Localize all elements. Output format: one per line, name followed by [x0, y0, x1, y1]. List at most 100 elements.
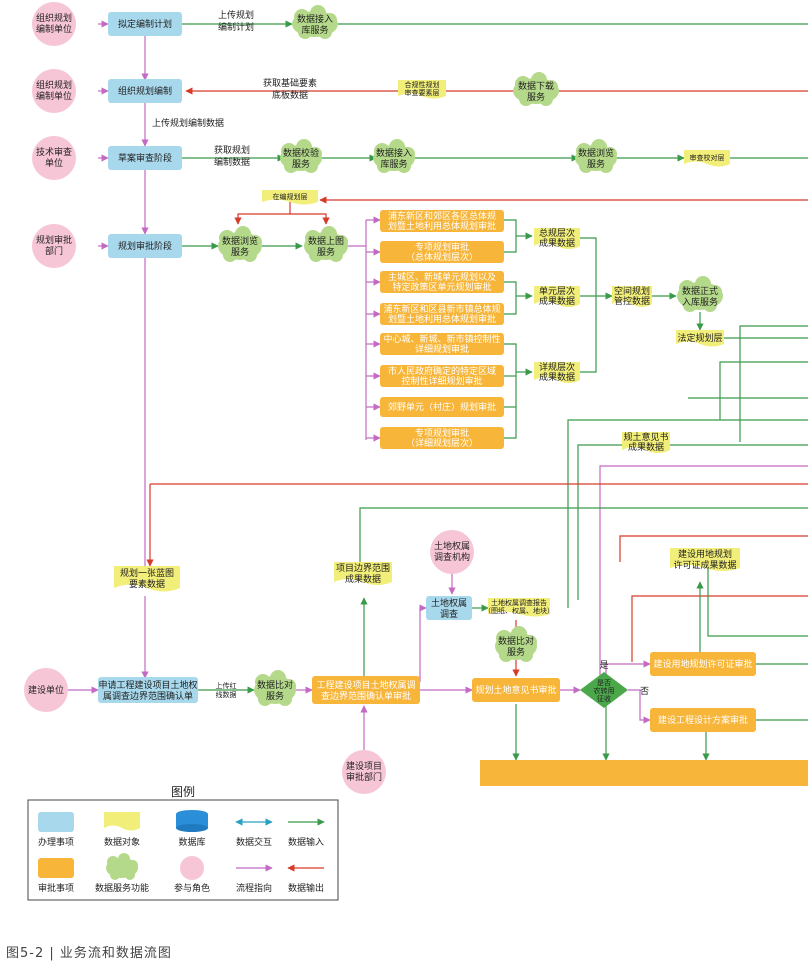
legend-title: 图例 — [171, 785, 195, 799]
svg-text:（详细规划层次）: （详细规划层次） — [406, 437, 478, 449]
approval-a1: 浦东新区和郊区各区总体规 划暨土地利用总体规划审批 — [380, 210, 504, 232]
svg-text:空间规划: 空间规划 — [614, 285, 650, 297]
svg-text:技术审查: 技术审查 — [36, 146, 72, 158]
flow-diagram: 组织规划 编制单位 组织规划 编制单位 技术审查 单位 规划审批 部门 土地权属… — [24, 2, 808, 901]
svg-text:项目边界范围: 项目边界范围 — [336, 562, 390, 574]
decision-diamond: 是否 农转用 征收 — [580, 672, 628, 708]
svg-text:审查要素层: 审查要素层 — [405, 88, 440, 97]
approval-a5: 中心城、新城、新市镇控制性 详细规划审批 — [380, 333, 504, 355]
approval-a7: 郊野单元（村庄）规划审批 — [380, 397, 504, 417]
legend-task: 办理事项 — [38, 812, 74, 848]
svg-text:建设用地规划许可证审批: 建设用地规划许可证审批 — [653, 658, 752, 670]
service-s5: 数据浏览 服务 — [575, 139, 617, 173]
svg-text:专项规划审批: 专项规划审批 — [415, 241, 469, 253]
approval-a4: 浦东新区和区县新市镇总体规 划暨土地利用总体规划审批 — [380, 303, 504, 325]
legend-object: 数据对象 — [104, 812, 140, 848]
figure-caption: 图5-2 | 业务流和数据流图 — [6, 946, 172, 961]
object-o7: 合规性规划 审查要素层 — [398, 80, 446, 99]
svg-text:（总体规划层次）: （总体规划层次） — [406, 251, 478, 263]
object-o6: 在编规划层 — [262, 190, 318, 205]
svg-text:规划审批: 规划审批 — [36, 234, 72, 246]
svg-text:数据下载: 数据下载 — [518, 80, 554, 92]
svg-text:参与角色: 参与角色 — [174, 882, 210, 894]
object-o8: 审查校对层 — [684, 150, 730, 167]
approval-a11: 建设用地规划许可证审批 — [650, 652, 756, 676]
data-objects: 总规层次 成果数据 单元层次 成果数据 详规层次 成果数据 空间规划 管控数据 … — [114, 80, 740, 617]
svg-text:许可证成果数据: 许可证成果数据 — [673, 559, 736, 571]
svg-text:库服务: 库服务 — [380, 158, 407, 170]
role-r6: 建设单位 — [24, 668, 68, 712]
svg-text:编制单位: 编制单位 — [36, 23, 72, 35]
roles: 组织规划 编制单位 组织规划 编制单位 技术审查 单位 规划审批 部门 土地权属… — [24, 2, 474, 794]
svg-text:是否: 是否 — [597, 679, 611, 687]
approvals: 浦东新区和郊区各区总体规 划暨土地利用总体规划审批 专项规划审批 （总体规划层次… — [312, 210, 808, 786]
svg-text:数据服务功能: 数据服务功能 — [95, 882, 149, 894]
task-t2: 组织规划编制 — [108, 79, 182, 103]
svg-text:划暨土地利用总体规划审批: 划暨土地利用总体规划审批 — [388, 313, 496, 325]
svg-text:编制计划: 编制计划 — [218, 21, 254, 33]
svg-text:农转用: 农转用 — [594, 686, 615, 695]
svg-text:浦东新区和区县新市镇总体规: 浦东新区和区县新市镇总体规 — [383, 303, 500, 315]
svg-text:申请工程建设项目土地权: 申请工程建设项目土地权 — [98, 679, 197, 691]
task-t5: 土地权属 调查 — [426, 596, 472, 620]
task-t6: 申请工程建设项目土地权 属调查边界范围确认单 — [98, 677, 198, 703]
svg-text:单位: 单位 — [45, 157, 63, 169]
svg-text:组织规划: 组织规划 — [36, 79, 72, 91]
service-s7: 数据上图 服务 — [304, 226, 348, 262]
svg-text:控制性详细规划审批: 控制性详细规划审批 — [401, 375, 482, 387]
service-s8: 数据正式 入库服务 — [677, 276, 723, 312]
approval-a8: 专项规划审批 （详细规划层次） — [380, 427, 504, 449]
approval-a2: 专项规划审批 （总体规划层次） — [380, 241, 504, 263]
svg-text:服务: 服务 — [527, 91, 545, 103]
service-s9: 数据比对 服务 — [254, 670, 296, 706]
svg-text:数据库: 数据库 — [178, 836, 205, 848]
object-o10: 项目边界范围 成果数据 — [334, 562, 392, 585]
svg-text:获取基础要素: 获取基础要素 — [263, 77, 317, 89]
task-t4: 规划审批阶段 — [108, 234, 182, 258]
svg-text:数据接入: 数据接入 — [376, 147, 412, 159]
svg-text:服务: 服务 — [507, 646, 525, 658]
role-r1: 组织规划 编制单位 — [32, 2, 76, 46]
approval-a12: 建设工程设计方案审批 — [650, 708, 756, 732]
svg-text:部门: 部门 — [45, 245, 63, 257]
task-t1: 拟定编制计划 — [108, 12, 182, 36]
svg-text:获取规划: 获取规划 — [214, 144, 250, 156]
svg-text:审批事项: 审批事项 — [38, 882, 74, 894]
object-o11: 规划一张蓝图 要素数据 — [114, 566, 180, 592]
svg-text:查边界范围确认单审批: 查边界范围确认单审批 — [321, 690, 411, 702]
svg-text:管控数据: 管控数据 — [614, 295, 650, 307]
object-o4: 空间规划 管控数据 — [612, 285, 652, 307]
svg-text:成果数据: 成果数据 — [539, 371, 575, 383]
svg-text:专项规划审批: 专项规划审批 — [415, 427, 469, 439]
tasks: 拟定编制计划 组织规划编制 草案审查阶段 规划审批阶段 土地权属 调查 申请工程… — [98, 12, 472, 703]
svg-text:土地权属: 土地权属 — [434, 540, 470, 552]
svg-text:建设用地规划: 建设用地规划 — [678, 548, 732, 560]
services: 数据接入 库服务 数据下载 服务 数据校验 服务 数据接入 库服务 数据浏览 服… — [218, 5, 723, 706]
svg-text:服务: 服务 — [587, 158, 605, 170]
legend-flow: 流程指向 — [236, 864, 273, 894]
svg-text:建设工程设计方案审批: 建设工程设计方案审批 — [658, 714, 748, 726]
svg-text:市人民政府确定的特定区域: 市人民政府确定的特定区域 — [388, 365, 496, 377]
svg-text:办理事项: 办理事项 — [38, 836, 74, 848]
svg-text:单元层次: 单元层次 — [539, 285, 575, 297]
role-r3: 技术审查 单位 — [32, 136, 76, 180]
object-o1: 总规层次 成果数据 — [534, 227, 580, 249]
approval-a3: 主城区、新城单元规划以及 特定政策区单元规划审批 — [380, 271, 504, 293]
object-o9: 规土意见书 成果数据 — [622, 431, 670, 453]
svg-text:建设项目: 建设项目 — [346, 760, 382, 772]
svg-text:拟定编制计划: 拟定编制计划 — [118, 18, 172, 30]
legend-data-interaction: 数据交互 — [235, 818, 273, 848]
svg-text:规划土地意见书审批: 规划土地意见书审批 — [475, 684, 556, 696]
svg-text:成果数据: 成果数据 — [628, 441, 664, 453]
service-s1: 数据接入 库服务 — [292, 5, 338, 39]
approval-a10: 规划土地意见书审批 — [472, 678, 560, 702]
legend-data-output: 数据输出 — [287, 864, 324, 894]
svg-text:总规层次: 总规层次 — [539, 227, 575, 239]
svg-text:数据上图: 数据上图 — [308, 235, 344, 247]
svg-text:调查机构: 调查机构 — [434, 551, 470, 563]
svg-text:法定规划层: 法定规划层 — [677, 332, 722, 344]
svg-text:合规性规划: 合规性规划 — [405, 80, 440, 89]
svg-text:数据对象: 数据对象 — [104, 836, 140, 848]
object-o3: 详规层次 成果数据 — [534, 361, 580, 383]
svg-text:服务: 服务 — [231, 246, 249, 258]
